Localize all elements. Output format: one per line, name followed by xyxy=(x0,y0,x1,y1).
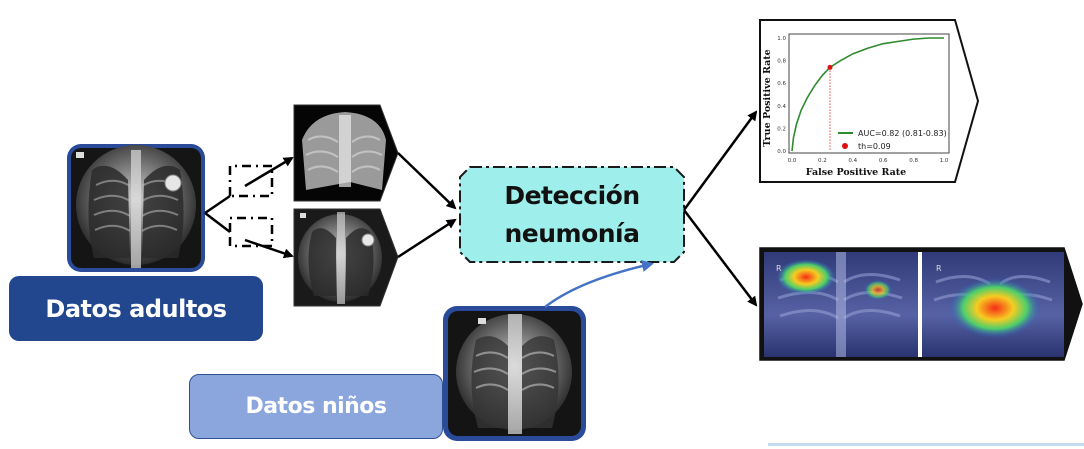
child-data-arrow xyxy=(544,260,654,308)
original-adult-image xyxy=(293,208,399,307)
roc-x-tick: 0.0 xyxy=(788,158,797,164)
roc-x-tick: 1.0 xyxy=(940,158,949,164)
adult-xray-image xyxy=(67,144,205,272)
legend-threshold-text: th=0.09 xyxy=(858,142,891,151)
roc-y-tick: 0.0 xyxy=(777,149,786,155)
cropped-lung-image xyxy=(293,104,399,202)
roc-y-tick: 1.0 xyxy=(777,36,786,42)
legend-threshold-swatch xyxy=(842,143,848,149)
child-xray-image xyxy=(443,306,586,441)
decorative-bar xyxy=(768,443,1084,446)
roc-y-tick: 0.2 xyxy=(777,126,786,132)
roc-ticks: 0.0 0.2 0.4 0.6 0.8 1.0 0.0 0.2 0.4 0.6 0.8 1.0 xyxy=(777,36,949,164)
detection-box xyxy=(459,166,685,263)
legend-auc-text: AUC=0.82 (0.81-0.83) xyxy=(858,129,947,138)
roc-ylabel: True Positive Rate xyxy=(762,49,773,146)
arrows-to-detection xyxy=(397,152,457,259)
roc-curve xyxy=(791,37,944,152)
roc-y-tick: 0.4 xyxy=(777,104,786,110)
roc-x-tick: 0.4 xyxy=(848,158,857,164)
heatmap-right-marker: R xyxy=(936,264,942,273)
heatmap-left: R xyxy=(764,252,918,357)
roc-plot-panel: 0.0 0.2 0.4 0.6 0.8 1.0 0.0 0.2 0.4 0.6 0.8 1.0 Fal… xyxy=(759,19,980,183)
roc-y-tick: 0.6 xyxy=(777,81,786,87)
heatmap-left-marker: R xyxy=(776,264,782,273)
adult-data-label: Datos adultos xyxy=(9,276,263,341)
detection-label-line1: Detección xyxy=(504,181,640,210)
heatmap-panel: R R xyxy=(759,247,1083,361)
roc-x-tick: 0.6 xyxy=(879,158,888,164)
roc-legend: AUC=0.82 (0.81-0.83) th=0.09 xyxy=(838,129,947,151)
split-connector xyxy=(204,156,294,259)
roc-xlabel: False Positive Rate xyxy=(806,167,906,178)
roc-x-tick: 0.2 xyxy=(818,158,827,164)
roc-marks xyxy=(791,37,944,152)
roc-y-tick: 0.8 xyxy=(777,59,786,65)
roc-x-tick: 0.8 xyxy=(909,158,918,164)
detection-label-line2: neumonía xyxy=(504,219,640,248)
arrows-to-outputs xyxy=(682,110,758,307)
child-data-label: Datos niños xyxy=(189,374,443,439)
detection-label: Detección neumonía xyxy=(462,170,682,260)
threshold-point xyxy=(827,64,833,70)
roc-axes xyxy=(788,33,950,154)
heatmap-right: R xyxy=(922,252,1064,357)
